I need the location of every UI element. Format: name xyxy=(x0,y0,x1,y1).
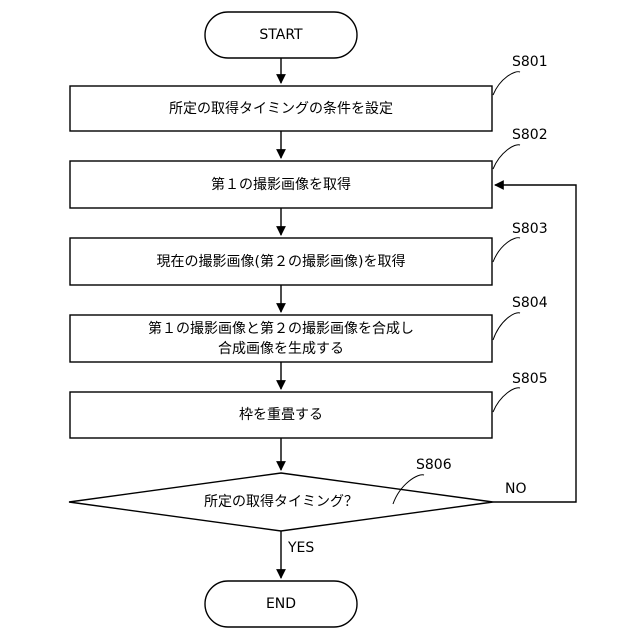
yes-label: YES xyxy=(288,540,314,556)
end-label: END xyxy=(266,595,296,613)
leader-s805 xyxy=(493,388,520,412)
s801-text: 所定の取得タイミングの条件を設定 xyxy=(169,100,393,118)
s802-text: 第１の撮影画像を取得 xyxy=(211,176,351,194)
s804-text-line1: 第１の撮影画像と第２の撮影画像を合成し xyxy=(148,320,414,338)
s804-step-id: S804 xyxy=(512,295,548,311)
start-label: START xyxy=(259,26,302,44)
s805-text: 枠を重畳する xyxy=(239,406,323,424)
leader-s804 xyxy=(493,313,520,340)
s805-step-id: S805 xyxy=(512,371,548,387)
s803-text: 現在の撮影画像(第２の撮影画像)を取得 xyxy=(157,253,406,271)
no-label: NO xyxy=(505,481,527,497)
leader-s803 xyxy=(493,238,520,262)
leader-s802 xyxy=(493,145,520,169)
s806-step-id: S806 xyxy=(416,457,452,473)
s806-text: 所定の取得タイミング？ xyxy=(204,493,358,511)
s803-step-id: S803 xyxy=(512,221,548,237)
s801-step-id: S801 xyxy=(512,54,548,70)
s804-text-line2: 合成画像を生成する xyxy=(218,340,344,358)
s802-step-id: S802 xyxy=(512,127,548,143)
leader-s801 xyxy=(493,72,520,95)
